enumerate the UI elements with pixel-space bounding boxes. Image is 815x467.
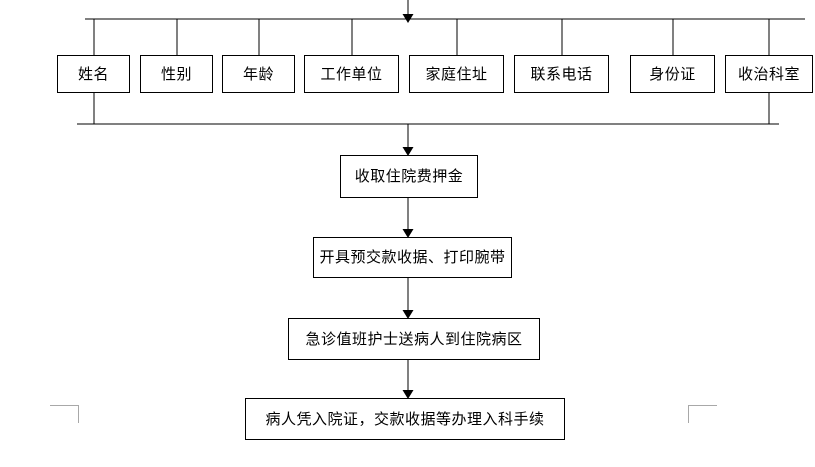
step-box-issue-receipt-print-wristband[interactable]: 开具预交款收据、打印腕带 — [313, 237, 512, 278]
field-box-label: 收治科室 — [737, 64, 800, 83]
field-box-home-address[interactable]: 家庭住址 — [409, 55, 504, 93]
field-box-label: 年龄 — [242, 64, 274, 83]
step-box-label: 收取住院费押金 — [354, 167, 464, 186]
field-box-name[interactable]: 姓名 — [57, 55, 130, 93]
step-box-label: 病人凭入院证，交款收据等办理入科手续 — [265, 409, 545, 428]
field-box-label: 姓名 — [77, 64, 109, 83]
step-box-label: 开具预交款收据、打印腕带 — [319, 248, 506, 267]
field-box-phone[interactable]: 联系电话 — [514, 55, 609, 93]
field-box-label: 性别 — [160, 64, 192, 83]
field-box-age[interactable]: 年龄 — [222, 55, 295, 93]
crop-bottom-right — [688, 405, 717, 423]
crop-bottom-left — [50, 405, 79, 423]
step-box-label: 急诊值班护士送病人到住院病区 — [305, 329, 523, 348]
step-box-nurse-escort-to-ward[interactable]: 急诊值班护士送病人到住院病区 — [288, 318, 540, 360]
field-box-gender[interactable]: 性别 — [140, 55, 213, 93]
field-box-id-card[interactable]: 身份证 — [630, 55, 715, 93]
step-box-admission-procedures[interactable]: 病人凭入院证，交款收据等办理入科手续 — [245, 398, 565, 440]
step-box-collect-deposit[interactable]: 收取住院费押金 — [340, 155, 478, 198]
field-box-label: 家庭住址 — [425, 64, 488, 83]
field-box-label: 身份证 — [649, 64, 696, 83]
field-box-department[interactable]: 收治科室 — [725, 55, 813, 93]
field-box-label: 联系电话 — [530, 64, 593, 83]
field-box-label: 工作单位 — [320, 64, 383, 83]
field-box-work-unit[interactable]: 工作单位 — [304, 55, 399, 93]
entry-arrow-head — [402, 14, 414, 23]
